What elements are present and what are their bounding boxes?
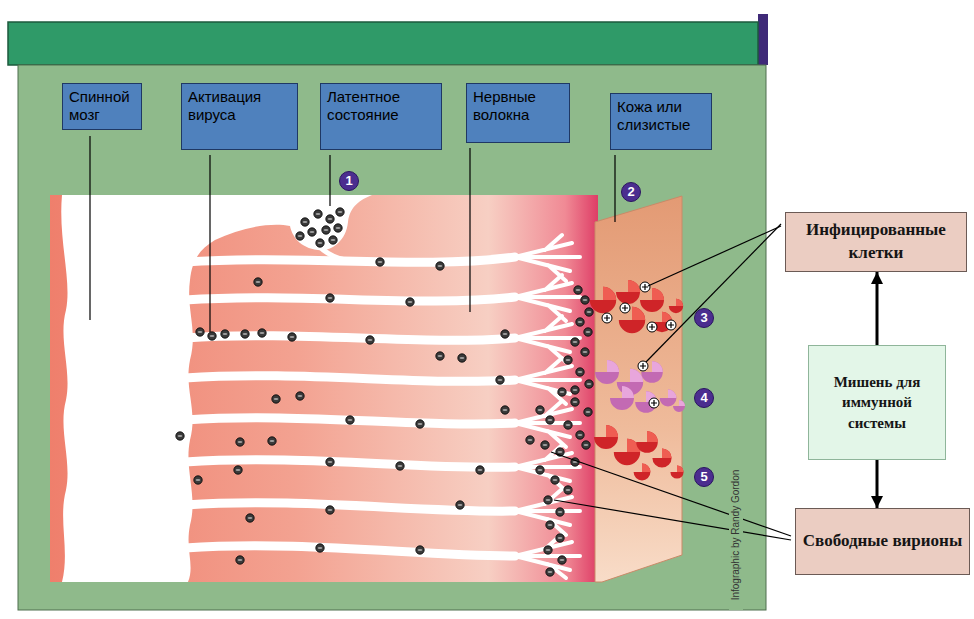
virions: [176, 208, 593, 576]
credit-note: Infographic by Randy Gordon: [729, 460, 743, 610]
label-box: Спинной мозг: [62, 83, 142, 130]
leader-lines: [90, 136, 791, 540]
callout-number: 3: [694, 308, 714, 328]
callout-number: 4: [694, 388, 714, 408]
box-text: Мишень для иммунной системы: [815, 372, 939, 433]
accent-strip: [758, 14, 768, 65]
box-text: Нервные волокна: [473, 88, 563, 124]
callout-number: 1: [339, 171, 359, 191]
infected-cells: [590, 280, 685, 480]
process-box: Инфицированные клетки: [785, 212, 967, 272]
callout-number: 5: [694, 467, 714, 487]
box-text: Свободные вирионы: [802, 530, 963, 553]
spinal-cord: [61, 195, 372, 582]
connector-arrow: [876, 272, 879, 345]
connector-arrow: [876, 460, 879, 508]
label-box: Латентное состояние: [320, 83, 442, 150]
panel: [18, 65, 766, 610]
skin-block: [595, 196, 682, 582]
box-text: Активация вируса: [188, 88, 291, 124]
box-text: Спинной мозг: [69, 88, 135, 124]
title-bar: [8, 22, 758, 65]
process-box: Мишень для иммунной системы: [808, 345, 946, 460]
tissue: [50, 195, 598, 582]
label-box: Активация вируса: [181, 83, 298, 150]
process-box: Свободные вирионы: [795, 508, 970, 575]
box-text: Инфицированные клетки: [792, 219, 960, 265]
callout-number: 2: [621, 182, 641, 202]
label-box: Нервные волокна: [466, 83, 570, 143]
box-text: Латентное состояние: [327, 88, 435, 124]
box-text: Кожа или слизистые: [617, 98, 705, 134]
label-box: Кожа или слизистые: [610, 93, 712, 150]
nerve-fibers: [185, 235, 580, 578]
